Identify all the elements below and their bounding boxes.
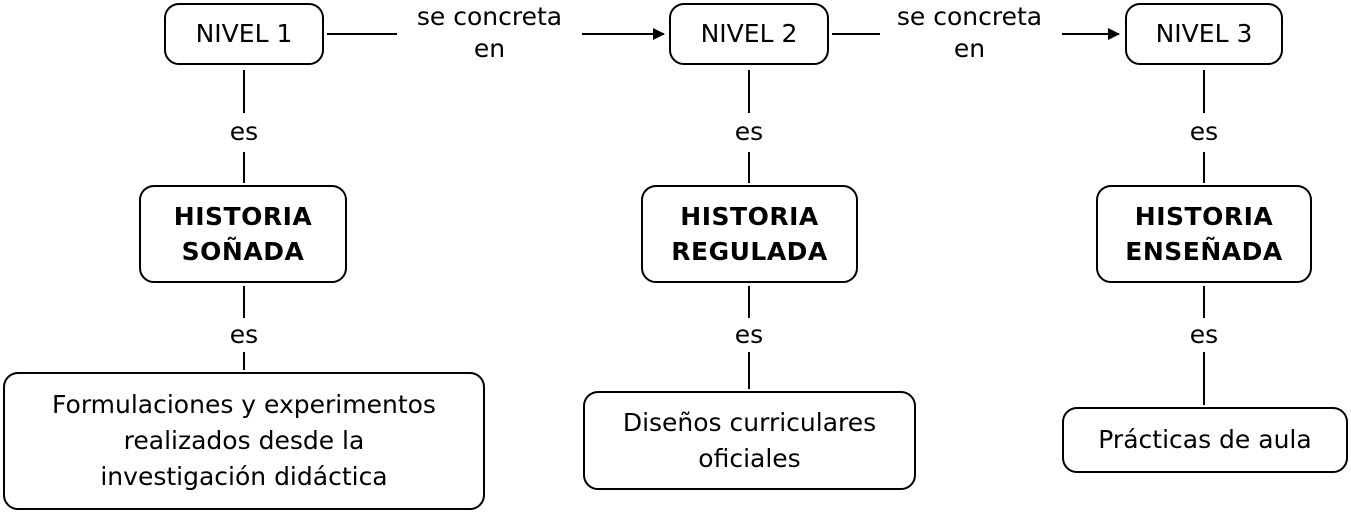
- link-label-es-2b: es: [734, 320, 764, 349]
- node-historia-sonada: HISTORIA SOÑADA: [139, 185, 347, 283]
- node-historia-regulada: HISTORIA REGULADA: [641, 185, 858, 283]
- node-formulaciones: Formulaciones y experimentos realizados …: [3, 372, 485, 510]
- link-label-concreta-1: se concreta en: [416, 2, 563, 63]
- link-label-es-1b: es: [229, 320, 259, 349]
- link-label-es-2a: es: [734, 117, 764, 146]
- practicas-de-aula-label: Prácticas de aula: [1098, 425, 1312, 454]
- node-nivel-1: NIVEL 1: [164, 3, 324, 65]
- node-disenos-curriculares: Diseños curriculares oficiales: [583, 391, 916, 490]
- historia-ensenada-label: HISTORIA ENSEÑADA: [1125, 202, 1283, 266]
- node-practicas-de-aula: Prácticas de aula: [1062, 407, 1348, 473]
- formulaciones-label: Formulaciones y experimentos realizados …: [52, 390, 436, 491]
- link-label-es-3b: es: [1189, 320, 1219, 349]
- node-historia-ensenada: HISTORIA ENSEÑADA: [1096, 185, 1312, 283]
- link-label-es-1a: es: [229, 117, 259, 146]
- nivel-2-label: NIVEL 2: [700, 19, 798, 48]
- node-nivel-3: NIVEL 3: [1125, 3, 1283, 65]
- link-label-es-3a: es: [1189, 117, 1219, 146]
- link-label-concreta-2: se concreta en: [896, 2, 1043, 63]
- node-nivel-2: NIVEL 2: [669, 3, 829, 65]
- historia-sonada-label: HISTORIA SOÑADA: [173, 202, 313, 266]
- nivel-3-label: NIVEL 3: [1155, 19, 1253, 48]
- nivel-1-label: NIVEL 1: [195, 19, 293, 48]
- disenos-curriculares-label: Diseños curriculares oficiales: [622, 407, 877, 473]
- historia-regulada-label: HISTORIA REGULADA: [671, 202, 828, 266]
